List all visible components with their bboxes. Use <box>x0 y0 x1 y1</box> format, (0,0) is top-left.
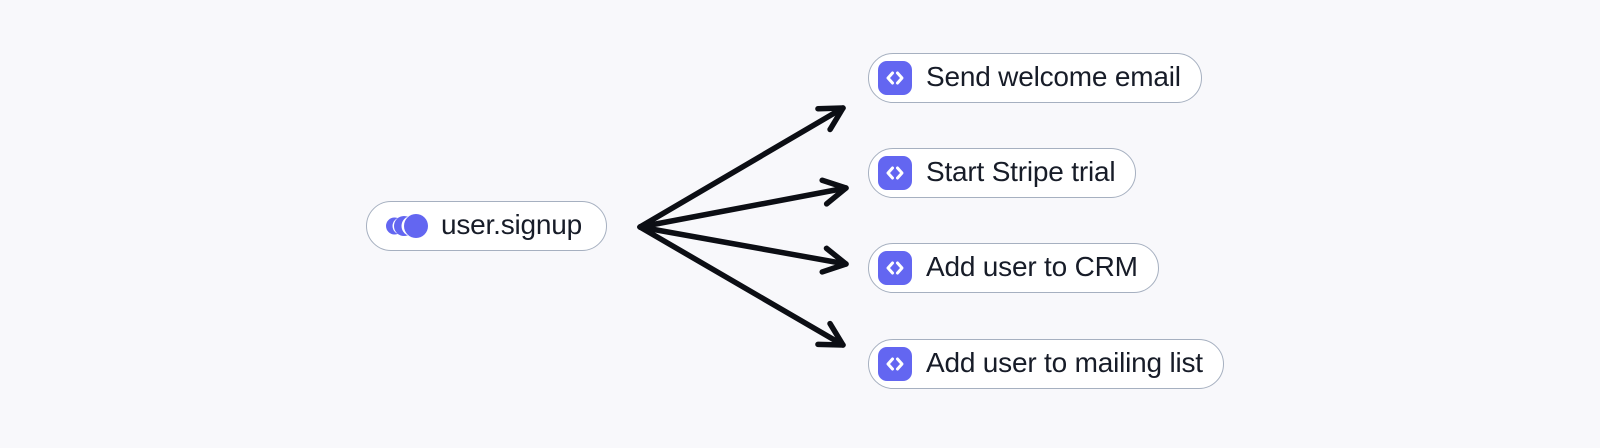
function-node-send-welcome-email[interactable]: Send welcome email <box>868 53 1202 103</box>
function-label: Start Stripe trial <box>926 156 1116 187</box>
code-icon <box>878 347 912 381</box>
event-label: user.signup <box>441 209 583 240</box>
arrow-edge-3 <box>637 224 849 275</box>
arrow-edge-4 <box>637 224 846 348</box>
function-node-start-stripe-trial[interactable]: Start Stripe trial <box>868 148 1137 198</box>
event-node-user-signup[interactable]: user.signup <box>366 201 608 251</box>
code-icon <box>878 156 912 190</box>
code-icon <box>878 251 912 285</box>
event-pulse-icon <box>386 214 428 238</box>
function-label: Send welcome email <box>926 61 1181 92</box>
function-label: Add user to mailing list <box>926 347 1203 378</box>
arrow-edge-2 <box>637 177 849 230</box>
code-icon <box>878 61 912 95</box>
function-node-add-user-to-mailing-list[interactable]: Add user to mailing list <box>868 339 1224 389</box>
function-label: Add user to CRM <box>926 251 1138 282</box>
function-node-add-user-to-crm[interactable]: Add user to CRM <box>868 243 1159 293</box>
arrow-edge-1 <box>637 105 846 230</box>
